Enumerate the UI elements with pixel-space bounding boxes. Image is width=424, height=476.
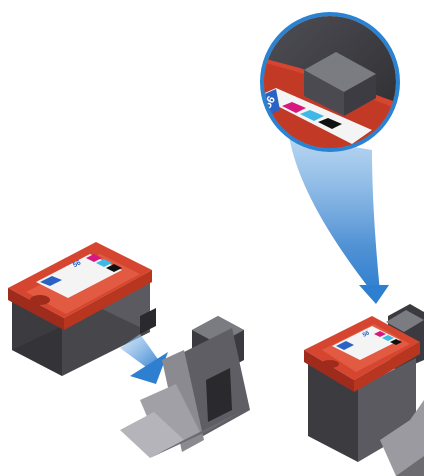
- zoom-detail: 56: [258, 10, 402, 170]
- arrow-down-icon: [359, 285, 389, 304]
- zoom-beam: [289, 136, 380, 292]
- installed-cartridge: 56: [304, 304, 424, 476]
